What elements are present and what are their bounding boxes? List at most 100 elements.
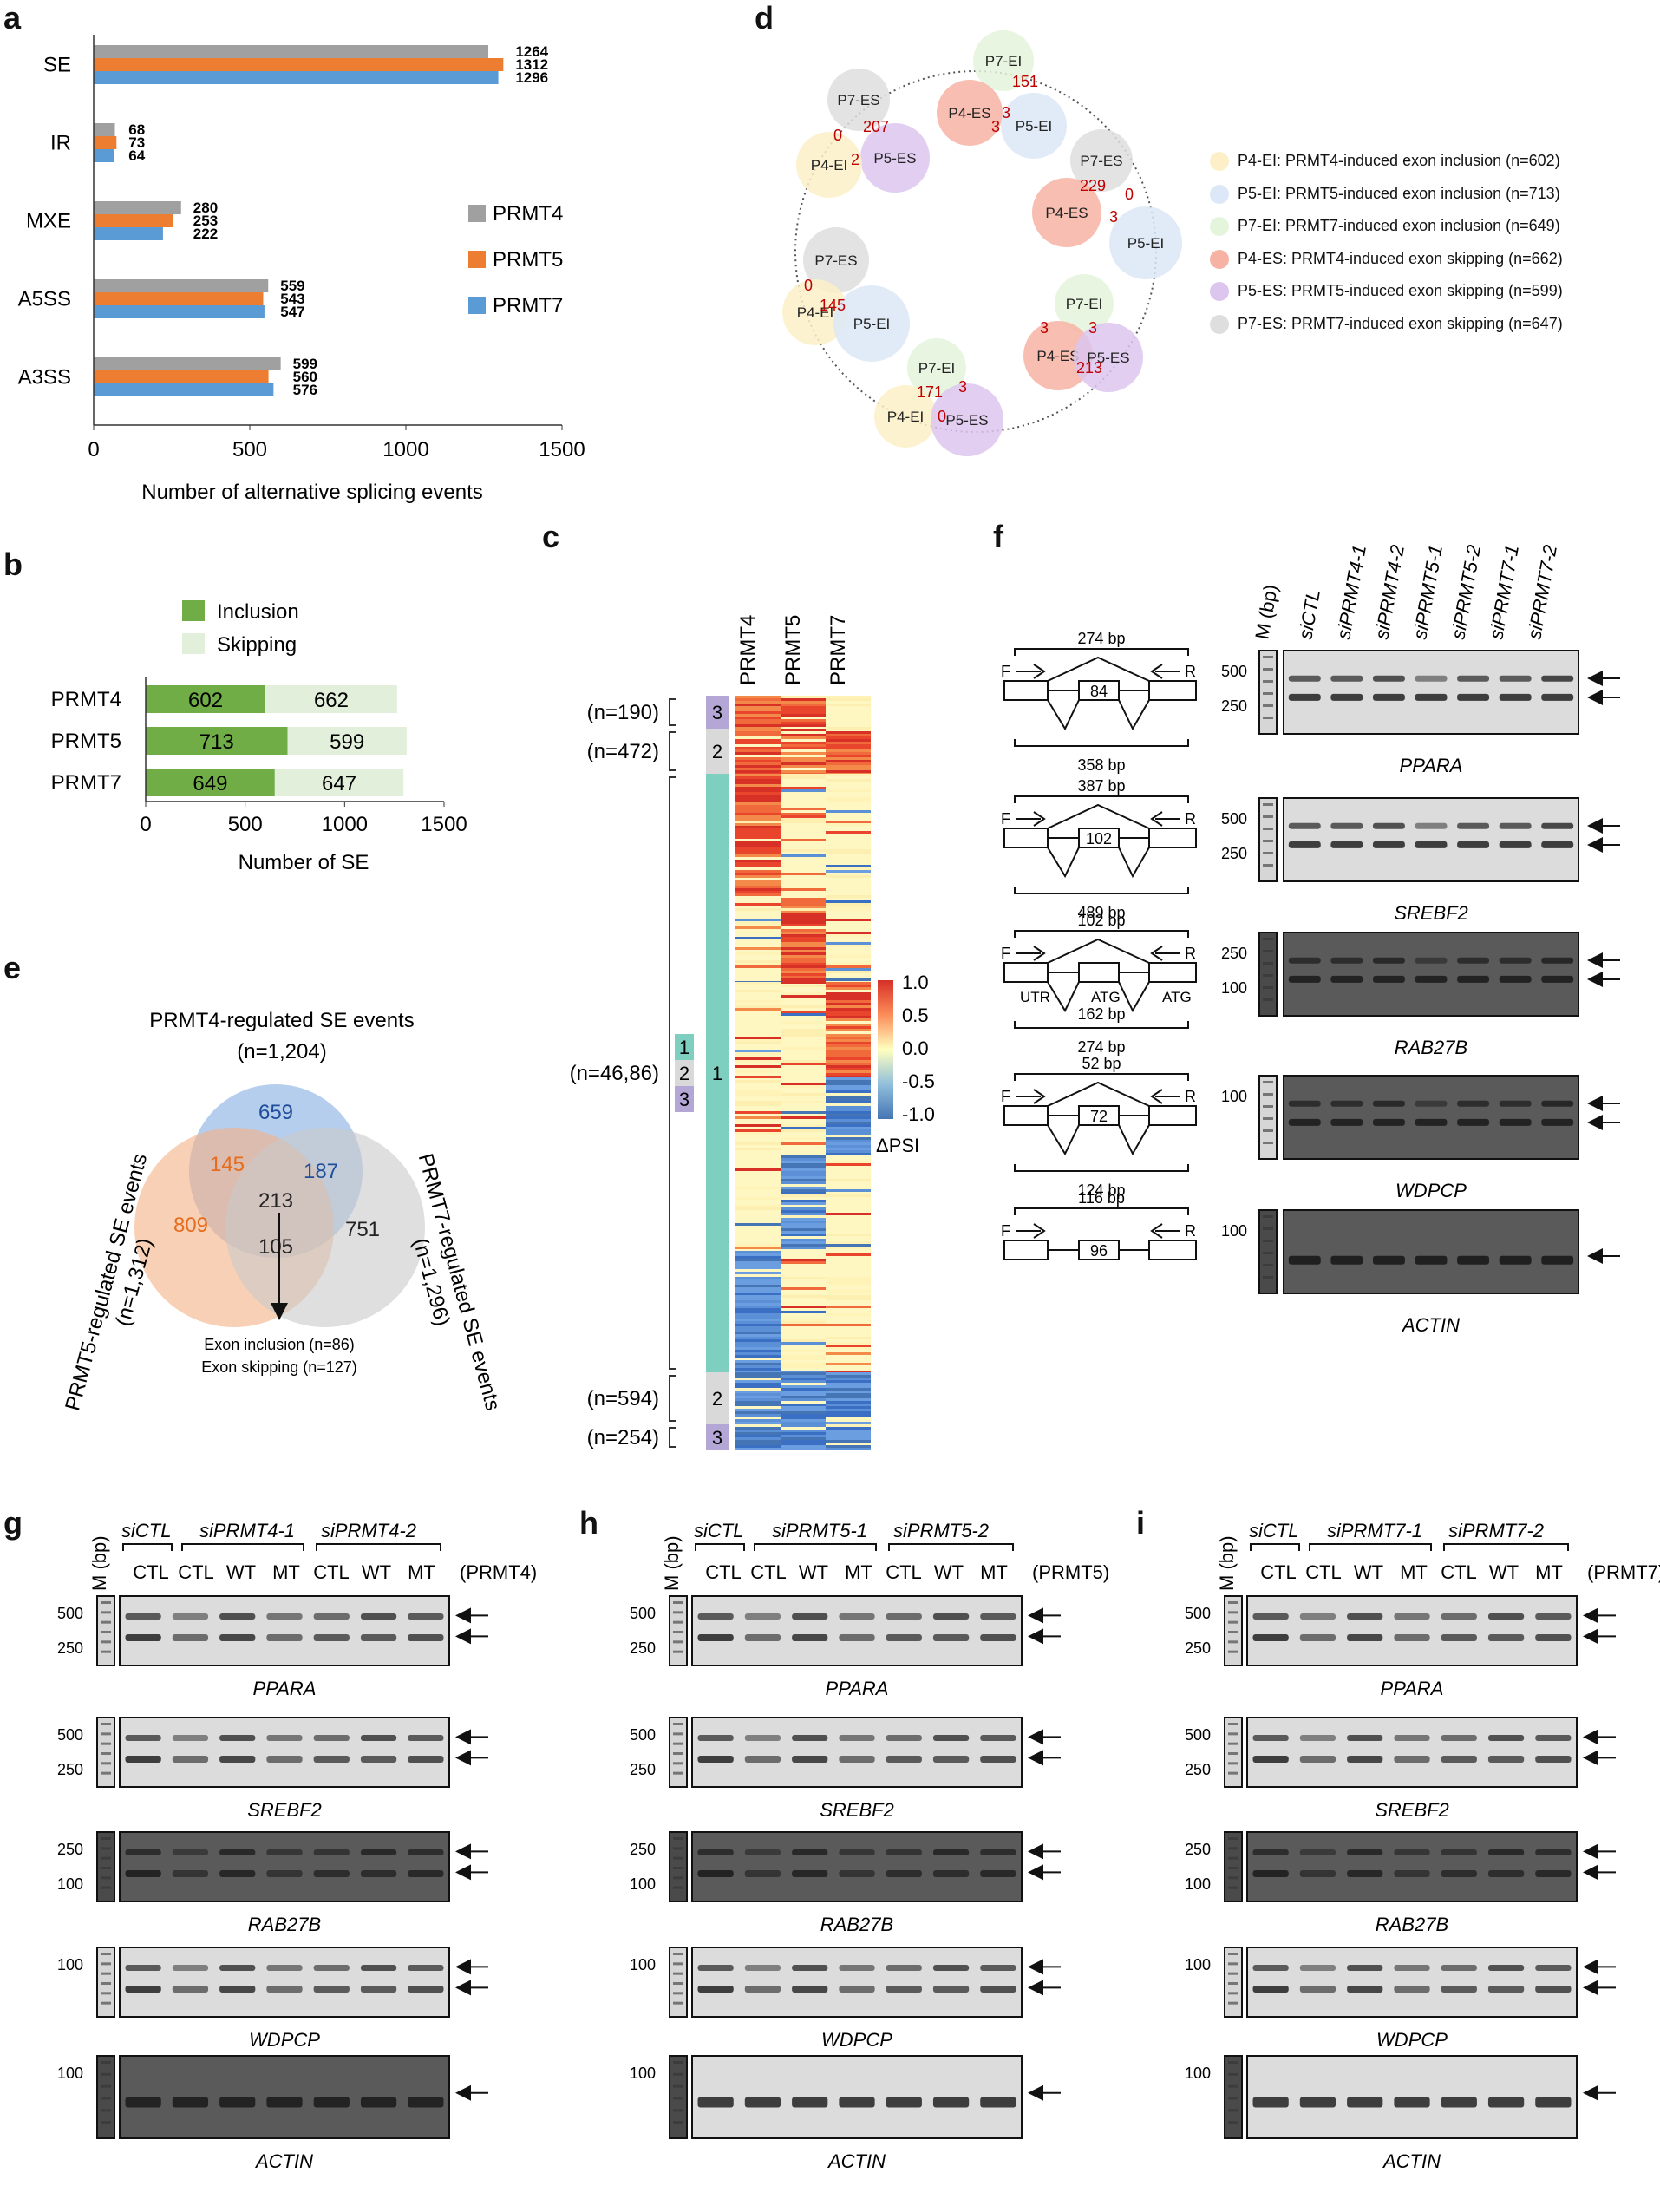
gene-name: RAB27B [248,1914,321,1935]
heatmap-cell [781,795,826,797]
heatmap-cell [826,1424,871,1427]
size-tick: 250 [1185,1639,1211,1657]
heatmap-cell [826,1076,871,1078]
heatmap-cell [781,1034,826,1037]
data-label: 1264 [515,43,548,60]
heatmap-cell [735,1430,781,1432]
heatmap-cell [826,1347,871,1350]
bar-PRMT5 [94,370,269,383]
heatmap-cell [781,968,826,971]
gel-band [172,1986,209,1993]
marker-band [1228,1837,1238,1840]
gel-band [697,1735,734,1741]
heatmap-cell [781,1371,826,1373]
heatmap-cell [781,1155,826,1158]
cluster-label: 3 [712,1427,722,1449]
bar-PRMT5 [94,58,504,71]
data-label: 64 [128,147,145,164]
gel-band [1499,841,1532,848]
gel-band [1441,1634,1477,1641]
heatmap-cell [735,1129,781,1132]
heatmap-cell [781,1187,826,1189]
data-label: 559 [280,278,304,294]
heatmap-cell [826,971,871,973]
heatmap-cell [735,831,781,834]
heatmap-cell [735,982,781,985]
heatmap-cell [826,1422,871,1424]
venn-circle-p5ei [833,285,910,362]
gel-band [1252,1986,1289,1993]
legend-dot [1210,152,1229,172]
heatmap-cell [735,1039,781,1042]
bar-PRMT7 [94,71,499,84]
heatmap-cell [826,1274,871,1277]
gel-band [1487,1849,1525,1855]
marker-band [1263,852,1273,854]
lane-label: WT [934,1561,964,1583]
gel-band [744,1849,781,1855]
heatmap-cell [735,1282,781,1285]
heatmap-cell [826,1083,871,1085]
heatmap-cell [781,1388,826,1391]
heatmap-cell [781,1085,826,1088]
heatmap-cell [826,942,871,945]
band-arrow-head [455,2084,471,2101]
heatmap-cell [781,1137,826,1140]
heatmap-cell [826,1279,871,1282]
heatmap-cell [735,873,781,875]
marker-band [673,1837,683,1840]
gel-band [1372,1100,1405,1107]
heatmap-cell [781,1179,826,1181]
legend-dot [1210,282,1229,302]
marker-band [101,1972,111,1975]
venn-title: PRMT4-regulated SE events [149,1009,414,1032]
band-arrow-head [1583,1628,1598,1645]
exon-left [1003,962,1049,983]
heatmap-cell [781,760,826,762]
venn-circle-p7ei [1055,274,1114,333]
heatmap-cell [781,971,826,973]
heatmap-cell [735,784,781,787]
lane-group-bracket [754,1543,877,1551]
heatmap-cell [735,709,781,711]
heatmap-cell [826,1401,871,1404]
marker-band [1228,1771,1238,1775]
size-bracket-bottom [1014,887,1189,894]
heatmap-cell [735,891,781,893]
data-label: 713 [199,730,234,754]
inner-cluster-label: 1 [679,1037,689,1058]
heatmap-cell [781,719,826,722]
heatmap-cell [735,870,781,873]
heatmap-cell [735,947,781,950]
size-tick: 100 [1221,1088,1247,1105]
heatmap-cell [826,1241,871,1244]
gel-band [1299,1756,1336,1763]
heatmap-cell [735,1437,781,1440]
gel-band [408,1634,444,1641]
heatmap-cell [735,1339,781,1342]
heatmap-cell [781,1005,826,1008]
circle-label: P4-EI [811,157,848,173]
heatmap-cell [781,1391,826,1393]
heatmap-cell [735,739,781,742]
primer-f-arrow [1016,664,1046,679]
gel-band [1487,1870,1525,1877]
marker-band [1263,974,1273,977]
marker-band [673,1762,683,1765]
heatmap-cell [826,1150,871,1153]
lane-label: siPRMT5-2 [1447,543,1485,641]
heatmap-cell [781,1044,826,1047]
marker-band [1263,864,1273,867]
heatmap-cell [781,1261,826,1264]
heatmap-cell [826,1039,871,1042]
heatmap-cell [781,1411,826,1414]
size-tick: 250 [1185,1841,1211,1858]
heatmap-cell [826,1145,871,1148]
heatmap-cell [735,800,781,802]
marker-band [1263,1105,1273,1108]
gel-band [1330,957,1363,964]
heatmap-cell [781,1350,826,1352]
heatmap-cell [826,849,871,852]
